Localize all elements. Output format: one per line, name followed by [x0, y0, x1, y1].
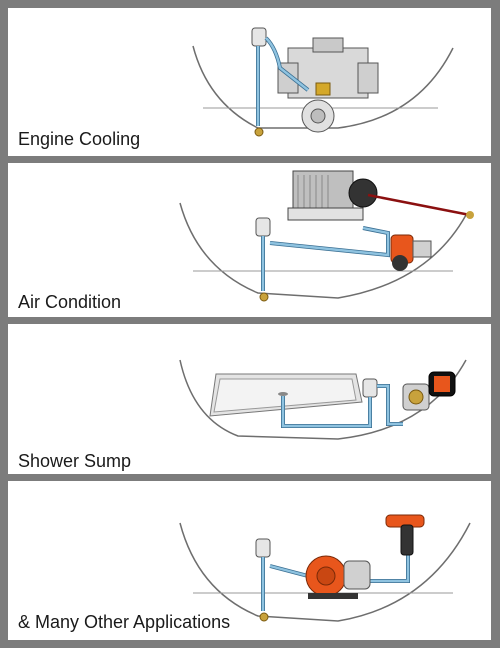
panel-air-condition: Air Condition — [8, 163, 491, 317]
strainer-icon — [255, 538, 271, 558]
strainer-icon — [251, 27, 267, 47]
thru-hull-fitting-icon — [254, 127, 264, 137]
air-condition-illustration — [179, 170, 474, 302]
shower-tray — [209, 373, 363, 417]
thru-hull-fitting-icon — [259, 612, 269, 622]
hull-outline — [179, 522, 471, 622]
panel-caption: Air Condition — [18, 292, 122, 312]
engine-cooling-illustration — [192, 27, 454, 137]
pump-icon — [390, 234, 432, 271]
panel-caption: Shower Sump — [18, 451, 132, 471]
hull-outline — [179, 202, 467, 299]
hull-outline — [192, 45, 454, 129]
panel-other-applications: & Many Other Applications — [8, 481, 491, 640]
pump-icon — [402, 371, 456, 411]
hose — [281, 396, 372, 428]
power-cable — [367, 193, 471, 217]
thru-hull-fitting-icon — [259, 292, 269, 302]
ac-unit — [287, 170, 378, 221]
strainer-icon — [362, 378, 378, 398]
pump-icon — [305, 555, 371, 599]
panel-engine-cooling: Engine Cooling — [8, 8, 491, 156]
strainer-icon — [255, 217, 271, 237]
spray-nozzle-icon — [385, 514, 425, 556]
panel-caption: Engine Cooling — [18, 129, 141, 149]
panel-caption: & Many Other Applications — [18, 612, 231, 632]
engine-block — [277, 37, 379, 133]
other-applications-illustration — [179, 514, 471, 622]
panel-shower-sump: Shower Sump — [8, 324, 491, 474]
shower-sump-illustration — [179, 359, 467, 440]
